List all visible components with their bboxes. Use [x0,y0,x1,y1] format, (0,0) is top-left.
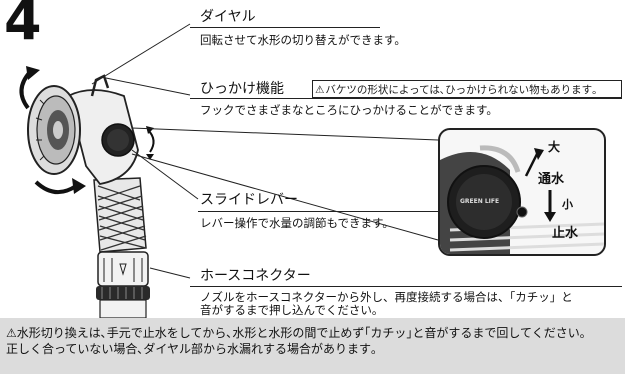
warning-triangle-icon: ⚠ [6,326,17,340]
hook-warning-text: バケツの形状によっては､ひっかけられない物もあります｡ [325,84,598,96]
hose-connector-description-2: 音がするまで押し込んでください。 [200,303,384,317]
hook-divider [190,98,622,99]
dial-face [27,85,81,175]
step-number: 4 [4,0,42,52]
inset-large: 大 [548,140,561,154]
inset-small: 小 [562,198,573,211]
caution-note-line-2: 正しく合っていない場合､ダイヤル部から水漏れする場合があります｡ [6,342,378,356]
hook-description: フックでさまざまなところにひっかけることができます。 [200,103,498,117]
slide-lever-illustration [101,123,135,157]
caution-note-text-1: 水形切り換えは､手元で止水をしてから､水形と水形の間で止めず｢カチッ｣と音がする… [16,326,586,340]
hose-connector-divider [190,286,622,287]
caution-note-line-1: ⚠水形切り換えは､手元で止水をしてから､水形と水形の間で止めず｢カチッ｣と音がす… [6,325,619,341]
slide-lever-title: スライドレバー [200,192,298,208]
hose-connector-description-1: ノズルをホースコネクターから外し、再度接続する場合は、「カチッ」と [200,290,573,304]
caution-note: ⚠水形切り換えは､手元で止水をしてから､水形と水形の間で止めず｢カチッ｣と音がす… [0,318,625,374]
slide-lever-divider [198,211,438,212]
lever-detail-inset: GREEN LIFE 大 通水 小 止水 [438,128,606,256]
inset-water-stop: 止水 [552,226,579,241]
lever-detail-drawing [440,145,604,254]
nozzle-handle [93,177,147,253]
hook-title: ひっかけ機能 [200,81,284,97]
hose-connector-illustration [96,251,150,319]
dial-title: ダイヤル [200,9,256,25]
inset-brand: GREEN LIFE [460,198,500,205]
dial-description: 回転させて水形の切り替えができます。 [200,33,406,47]
hook-warning-box: ⚠バケツの形状によっては､ひっかけられない物もあります｡ [312,80,622,98]
warning-triangle-icon: ⚠ [315,84,325,96]
hose-connector-title: ホースコネクター [200,268,311,284]
inset-water-flow: 通水 [538,172,565,187]
slide-lever-description: レバー操作で水量の調節もできます。 [200,216,394,230]
dial-divider [190,27,380,28]
